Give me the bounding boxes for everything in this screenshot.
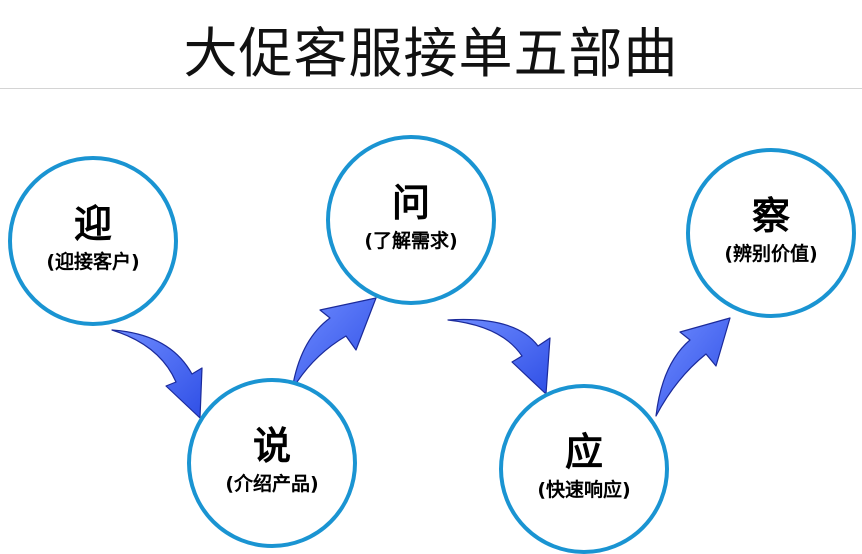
step-description: (迎接客户): [46, 251, 140, 273]
step-description: (了解需求): [364, 230, 458, 252]
curved-arrow-icon: [447, 318, 551, 395]
step-keyword: 说: [252, 424, 291, 468]
step-circle-respond: 应 (快速响应): [499, 384, 669, 554]
step-keyword: 应: [564, 430, 603, 474]
curved-arrow-icon: [655, 317, 731, 417]
page-title: 大促客服接单五部曲: [183, 22, 679, 85]
step-keyword: 迎: [73, 202, 112, 246]
curved-arrow-icon: [111, 329, 203, 419]
step-description: (介绍产品): [225, 473, 319, 495]
curved-arrow-icon: [291, 297, 377, 391]
step-circle-introduce: 说 (介绍产品): [187, 378, 357, 548]
step-keyword: 问: [391, 181, 430, 225]
step-circle-observe: 察 (辨别价值): [686, 148, 856, 318]
step-circle-ask: 问 (了解需求): [326, 135, 496, 305]
step-circle-welcome: 迎 (迎接客户): [8, 156, 178, 326]
title-divider: [0, 88, 862, 89]
step-keyword: 察: [751, 194, 790, 238]
step-description: (辨别价值): [724, 243, 818, 265]
step-description: (快速响应): [537, 479, 631, 501]
